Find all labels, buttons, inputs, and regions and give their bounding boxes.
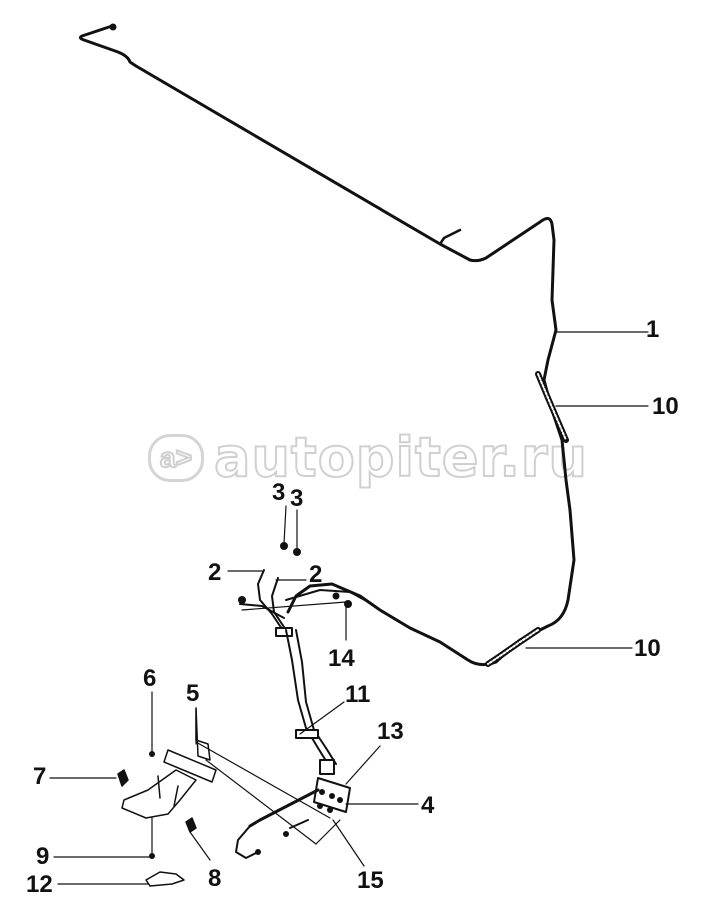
callout-2a: 2: [208, 559, 222, 586]
callout-3a: 3: [272, 479, 286, 506]
callout-13: 13: [377, 718, 404, 745]
callout-3b: 3: [290, 485, 304, 512]
callout-12: 12: [26, 871, 53, 898]
callout-8: 8: [208, 865, 222, 892]
connector-block: [235, 777, 351, 859]
watermark: a> autopiter.ru: [148, 425, 588, 490]
protective-sleeve-lower: [485, 627, 541, 667]
callout-15: 15: [357, 867, 384, 894]
callout-2b: 2: [309, 561, 323, 588]
callout-14: 14: [328, 645, 355, 672]
callout-7: 7: [33, 763, 47, 790]
watermark-logo: a>: [148, 433, 204, 482]
callout-10b: 10: [634, 635, 661, 662]
leader-lines: [49, 331, 649, 885]
harness-trunk: [285, 629, 337, 775]
callout-4: 4: [421, 792, 435, 819]
main-cable: [78, 23, 576, 667]
callout-6: 6: [143, 665, 157, 692]
callout-1: 1: [646, 316, 660, 343]
callout-10a: 10: [652, 393, 679, 420]
callout-5: 5: [186, 680, 200, 707]
bracket-assembly: [117, 707, 217, 887]
watermark-text: autopiter.ru: [213, 425, 588, 490]
callout-11: 11: [345, 681, 371, 708]
callout-9: 9: [36, 843, 50, 870]
protective-sleeve-upper: [535, 371, 569, 443]
